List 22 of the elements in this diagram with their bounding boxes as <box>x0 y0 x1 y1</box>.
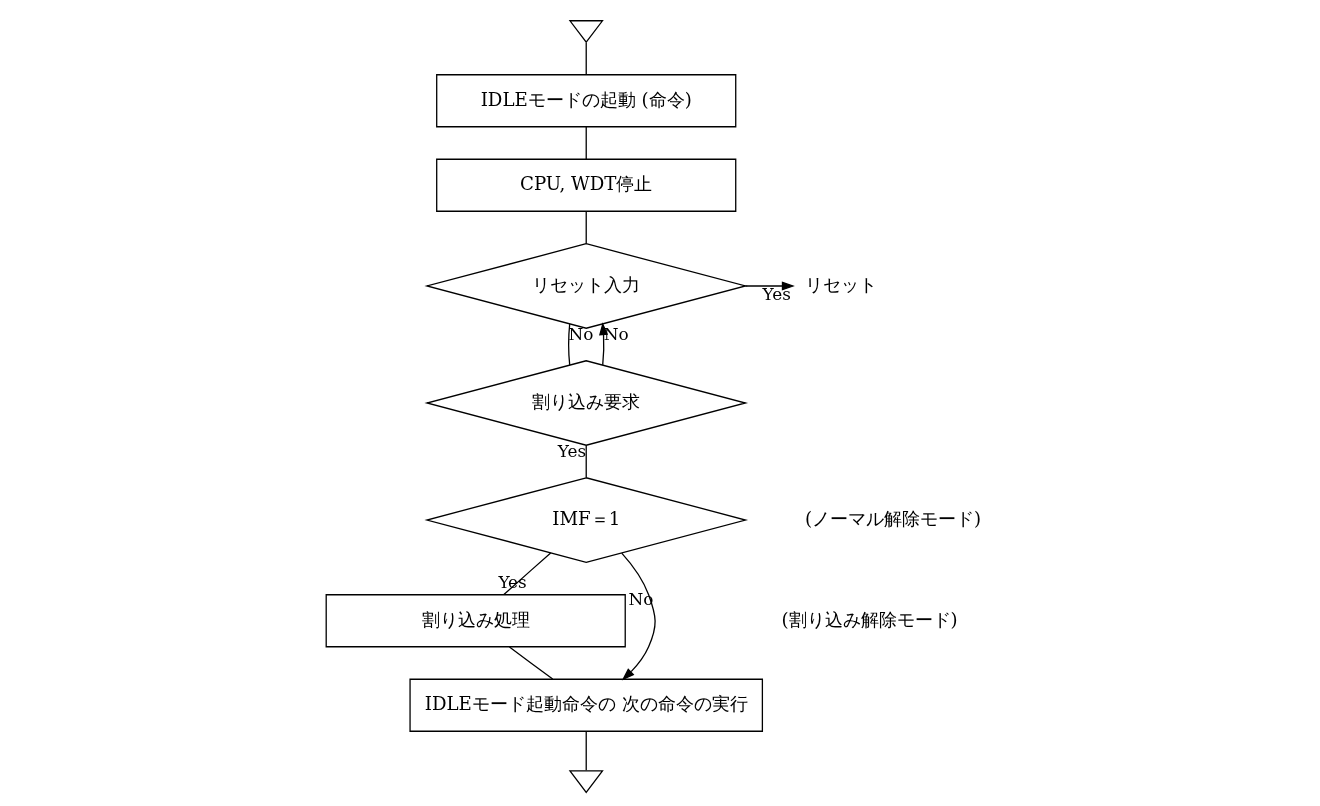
connector <box>585 730 587 771</box>
connector <box>585 126 587 160</box>
node-text: リセット <box>805 273 878 295</box>
node-diamond: 割り込み要求 <box>424 360 748 446</box>
edge-label: Yes <box>762 283 791 304</box>
connector <box>508 646 554 680</box>
node-box: CPU, WDT停止 <box>436 158 737 212</box>
node-box: 割り込み処理 <box>325 594 626 648</box>
node-box: IDLEモードの起動 (命令) <box>436 74 737 128</box>
connector <box>585 42 587 75</box>
arrow <box>744 281 795 291</box>
connector <box>585 444 587 479</box>
label: (割り込み解除モード) <box>781 608 958 630</box>
node-diamond: IMF＝1 <box>424 477 748 563</box>
label: (ノーマル解除モード) <box>804 507 982 529</box>
arrow <box>621 552 656 681</box>
node-triangle <box>568 20 604 44</box>
node-triangle <box>568 770 604 794</box>
connector <box>568 323 571 366</box>
node-diamond: リセット入力 <box>424 243 748 329</box>
connector <box>585 210 587 245</box>
node-box: IDLEモード起動命令の 次の命令の実行 <box>409 678 764 732</box>
